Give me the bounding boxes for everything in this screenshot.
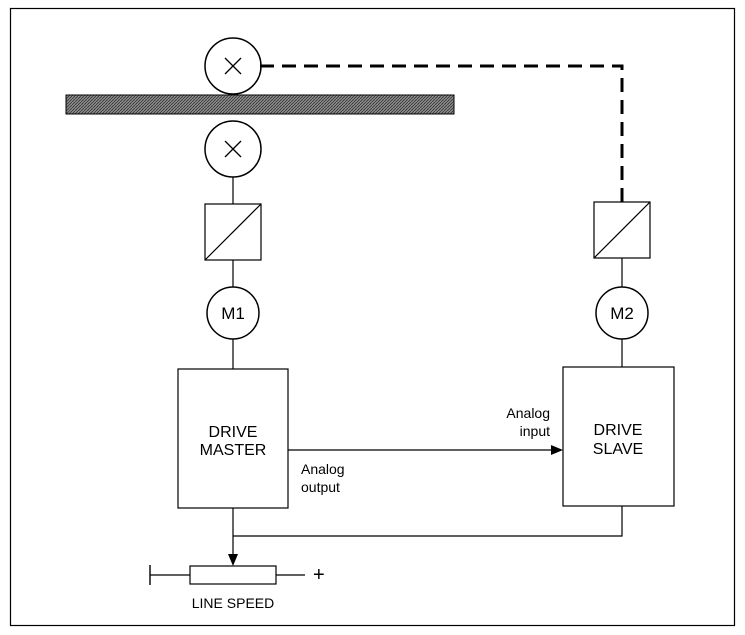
diagram-frame — [9, 7, 736, 627]
motor-m2: M2 — [595, 286, 649, 340]
line-speed-caption: LINE SPEED — [192, 595, 274, 611]
slave-converter-block — [593, 201, 651, 259]
master-converter-block — [204, 203, 262, 261]
drive-slave-label-line2: SLAVE — [593, 441, 643, 458]
analog-output-label-line2: output — [301, 479, 340, 495]
line-speed-potentiometer — [149, 565, 305, 585]
analog-input-label-line2: input — [520, 423, 550, 439]
drive-master-label-line1: DRIVE — [209, 424, 258, 441]
drive-slave-box — [562, 366, 675, 507]
slave-to-master-return-line — [233, 506, 623, 537]
dashed-feedback-line — [260, 64, 624, 202]
pot-wiper-arrowhead — [228, 554, 238, 566]
positive-terminal-sign: + — [313, 564, 325, 586]
drive-slave-label-line1: DRIVE — [594, 422, 643, 439]
slave-encoder-roller — [204, 37, 262, 95]
motor-m1-label: M1 — [221, 304, 245, 323]
material-web-bar — [65, 94, 455, 115]
motor-m1: M1 — [206, 286, 260, 340]
analog-signal-arrowhead — [551, 445, 563, 455]
analog-output-label-line1: Analog — [301, 461, 345, 477]
master-encoder-roller — [204, 120, 262, 178]
motor-m2-label: M2 — [610, 304, 634, 323]
analog-input-label-line1: Analog — [506, 405, 550, 421]
drive-master-label-line2: MASTER — [200, 442, 267, 459]
